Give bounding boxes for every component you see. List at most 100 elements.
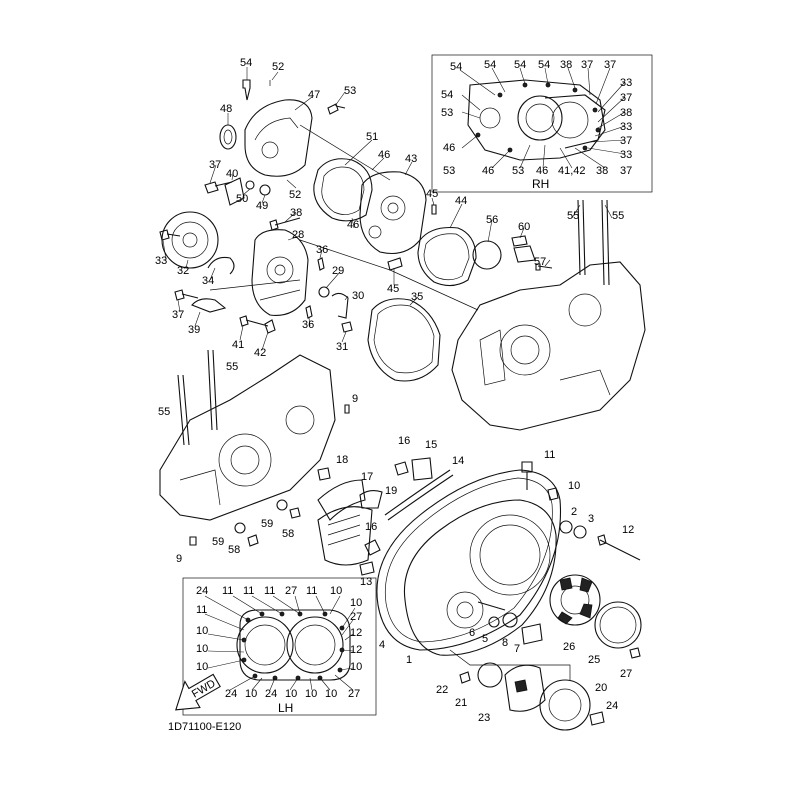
lh-callout: 10 bbox=[196, 643, 208, 655]
callout: 46 bbox=[378, 149, 390, 161]
upper-left-assembly bbox=[159, 79, 427, 334]
gaskets-middle bbox=[209, 124, 553, 382]
rh-callout: 54 bbox=[441, 89, 453, 101]
callout: 3 bbox=[588, 513, 594, 525]
callout: 32 bbox=[177, 265, 189, 277]
callout: 23 bbox=[478, 712, 490, 724]
lh-callout: 11 bbox=[264, 585, 275, 597]
rh-callout: 37 bbox=[604, 59, 616, 71]
callout: 41 bbox=[232, 339, 244, 351]
lh-callout: 10 bbox=[196, 661, 208, 673]
rh-callout: 53 bbox=[512, 165, 524, 177]
fwd-arrow-icon: FWD bbox=[175, 673, 221, 711]
callout: 18 bbox=[336, 454, 348, 466]
rh-callout: 54 bbox=[484, 59, 496, 71]
callout: 2 bbox=[571, 506, 577, 518]
lh-callout: 11 bbox=[243, 585, 254, 597]
rh-callout: 54 bbox=[450, 61, 462, 73]
lh-callout: 10 bbox=[350, 661, 362, 673]
callout: 37 bbox=[172, 309, 184, 321]
callout: 33 bbox=[155, 255, 167, 267]
callout: 9 bbox=[176, 553, 182, 565]
lh-callout: 11 bbox=[196, 604, 207, 616]
callout: 39 bbox=[188, 324, 200, 336]
callout: 57 bbox=[534, 256, 546, 268]
callout: 55 bbox=[226, 361, 238, 373]
lh-callout: 11 bbox=[306, 585, 317, 597]
lh-callout: 12 bbox=[350, 627, 362, 639]
callout: 11 bbox=[544, 449, 555, 461]
lh-callout: 27 bbox=[350, 611, 362, 623]
lh-callout: 10 bbox=[325, 688, 337, 700]
lh-callout: 10 bbox=[305, 688, 317, 700]
callout: 44 bbox=[455, 195, 467, 207]
callout: 36 bbox=[316, 244, 328, 256]
rh-callout: 46 bbox=[482, 165, 494, 177]
rh-callout: 37 bbox=[581, 59, 593, 71]
callout: 54 bbox=[240, 57, 252, 69]
lh-callout: 27 bbox=[348, 688, 360, 700]
callout: 45 bbox=[426, 188, 438, 200]
callout: 6 bbox=[469, 627, 475, 639]
callout: 43 bbox=[405, 153, 417, 165]
callout: 35 bbox=[411, 291, 423, 303]
rh-inset-frame bbox=[431, 54, 653, 193]
main-leaders bbox=[162, 67, 613, 351]
left-cover-assembly bbox=[359, 457, 642, 731]
callout: 24 bbox=[606, 700, 618, 712]
callout: 45 bbox=[387, 283, 399, 295]
left-crankcase bbox=[159, 349, 383, 566]
rh-callout: 38 bbox=[596, 165, 608, 177]
right-crankcase bbox=[451, 199, 646, 431]
callout: 53 bbox=[344, 85, 356, 97]
rh-callout: 37 bbox=[620, 92, 632, 104]
rh-callout: 37 bbox=[620, 135, 632, 147]
callout: 46 bbox=[347, 219, 359, 231]
callout: 55 bbox=[158, 406, 170, 418]
rh-callout: 54 bbox=[514, 59, 526, 71]
callout: 16 bbox=[365, 521, 377, 533]
lh-callout: 24 bbox=[196, 585, 208, 597]
lh-callout: 12 bbox=[350, 644, 362, 656]
rh-callout: 33 bbox=[620, 121, 632, 133]
callout: 26 bbox=[563, 641, 575, 653]
callout: 28 bbox=[292, 229, 304, 241]
callout: 31 bbox=[336, 341, 348, 353]
rh-callout: 53 bbox=[443, 165, 455, 177]
callout: 21 bbox=[455, 697, 467, 709]
callout: 27 bbox=[620, 668, 632, 680]
rh-callout: 41,42 bbox=[558, 165, 586, 177]
rh-callout: 33 bbox=[620, 149, 632, 161]
rh-callout: 46 bbox=[536, 165, 548, 177]
callout: 58 bbox=[282, 528, 294, 540]
callout: 9 bbox=[352, 393, 358, 405]
fwd-label: FWD bbox=[190, 678, 218, 701]
callout: 59 bbox=[212, 536, 224, 548]
lh-callout: 10 bbox=[350, 597, 362, 609]
callout: 55 bbox=[612, 210, 624, 222]
callout: 20 bbox=[595, 682, 607, 694]
lh-callout: 10 bbox=[330, 585, 342, 597]
callout: 30 bbox=[352, 290, 364, 302]
rh-callout: 54 bbox=[538, 59, 550, 71]
callout: 4 bbox=[379, 639, 385, 651]
lh-inset: 24 11 11 11 27 11 10 10 11 27 10 12 10 1… bbox=[182, 577, 377, 716]
lh-callout: 24 bbox=[265, 688, 277, 700]
callout: 56 bbox=[486, 214, 498, 226]
callout: 19 bbox=[385, 485, 397, 497]
rh-callout: 38 bbox=[560, 59, 572, 71]
callout: 59 bbox=[261, 518, 273, 530]
callout: 60 bbox=[518, 221, 530, 233]
callout: 40 bbox=[226, 168, 238, 180]
callout: 42 bbox=[254, 347, 266, 359]
callout: 16 bbox=[398, 435, 410, 447]
callout: 47 bbox=[308, 89, 320, 101]
callout: 38 bbox=[290, 207, 302, 219]
callout: 37 bbox=[209, 159, 221, 171]
callout: 58 bbox=[228, 544, 240, 556]
lh-inset-frame bbox=[182, 577, 377, 716]
main-callouts: 54 52 53 47 48 51 46 43 37 40 50 49 52 3… bbox=[155, 57, 634, 724]
callout: 17 bbox=[361, 471, 373, 483]
callout: 22 bbox=[436, 684, 448, 696]
